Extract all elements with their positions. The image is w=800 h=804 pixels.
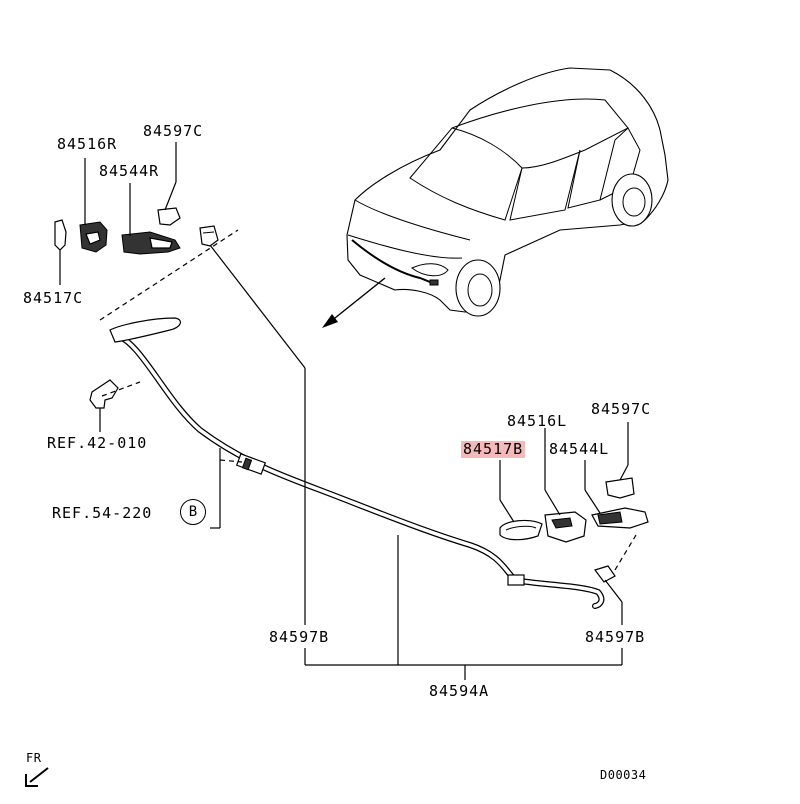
label-84597B-right[interactable]: 84597B — [585, 628, 646, 646]
diagram-code: D00034 — [600, 768, 647, 782]
label-84544L[interactable]: 84544L — [549, 440, 610, 458]
label-84594A[interactable]: 84594A — [429, 682, 490, 700]
left-nozzle-group — [54, 207, 219, 255]
label-84516L[interactable]: 84516L — [507, 412, 568, 430]
label-84597C-top[interactable]: 84597C — [143, 122, 204, 140]
right-nozzle-group — [499, 477, 649, 583]
label-84597B-left[interactable]: 84597B — [269, 628, 330, 646]
ref-b-circle: B — [180, 499, 206, 525]
ref-bracket — [89, 379, 119, 409]
washer-hose — [109, 317, 605, 609]
label-84544R[interactable]: 84544R — [99, 162, 160, 180]
front-direction-arrow-icon — [25, 767, 49, 787]
label-ref-42-010[interactable]: REF.42-010 — [47, 434, 148, 452]
label-84517B-highlighted[interactable]: 84517B — [461, 440, 526, 458]
leader-lines — [59, 142, 637, 680]
label-84597C-right[interactable]: 84597C — [591, 400, 652, 418]
front-label: FR — [26, 751, 42, 765]
vehicle-illustration — [322, 67, 669, 328]
label-84516R[interactable]: 84516R — [57, 135, 118, 153]
label-ref-54-220[interactable]: REF.54-220 — [52, 504, 153, 522]
label-84517C[interactable]: 84517C — [23, 289, 84, 307]
